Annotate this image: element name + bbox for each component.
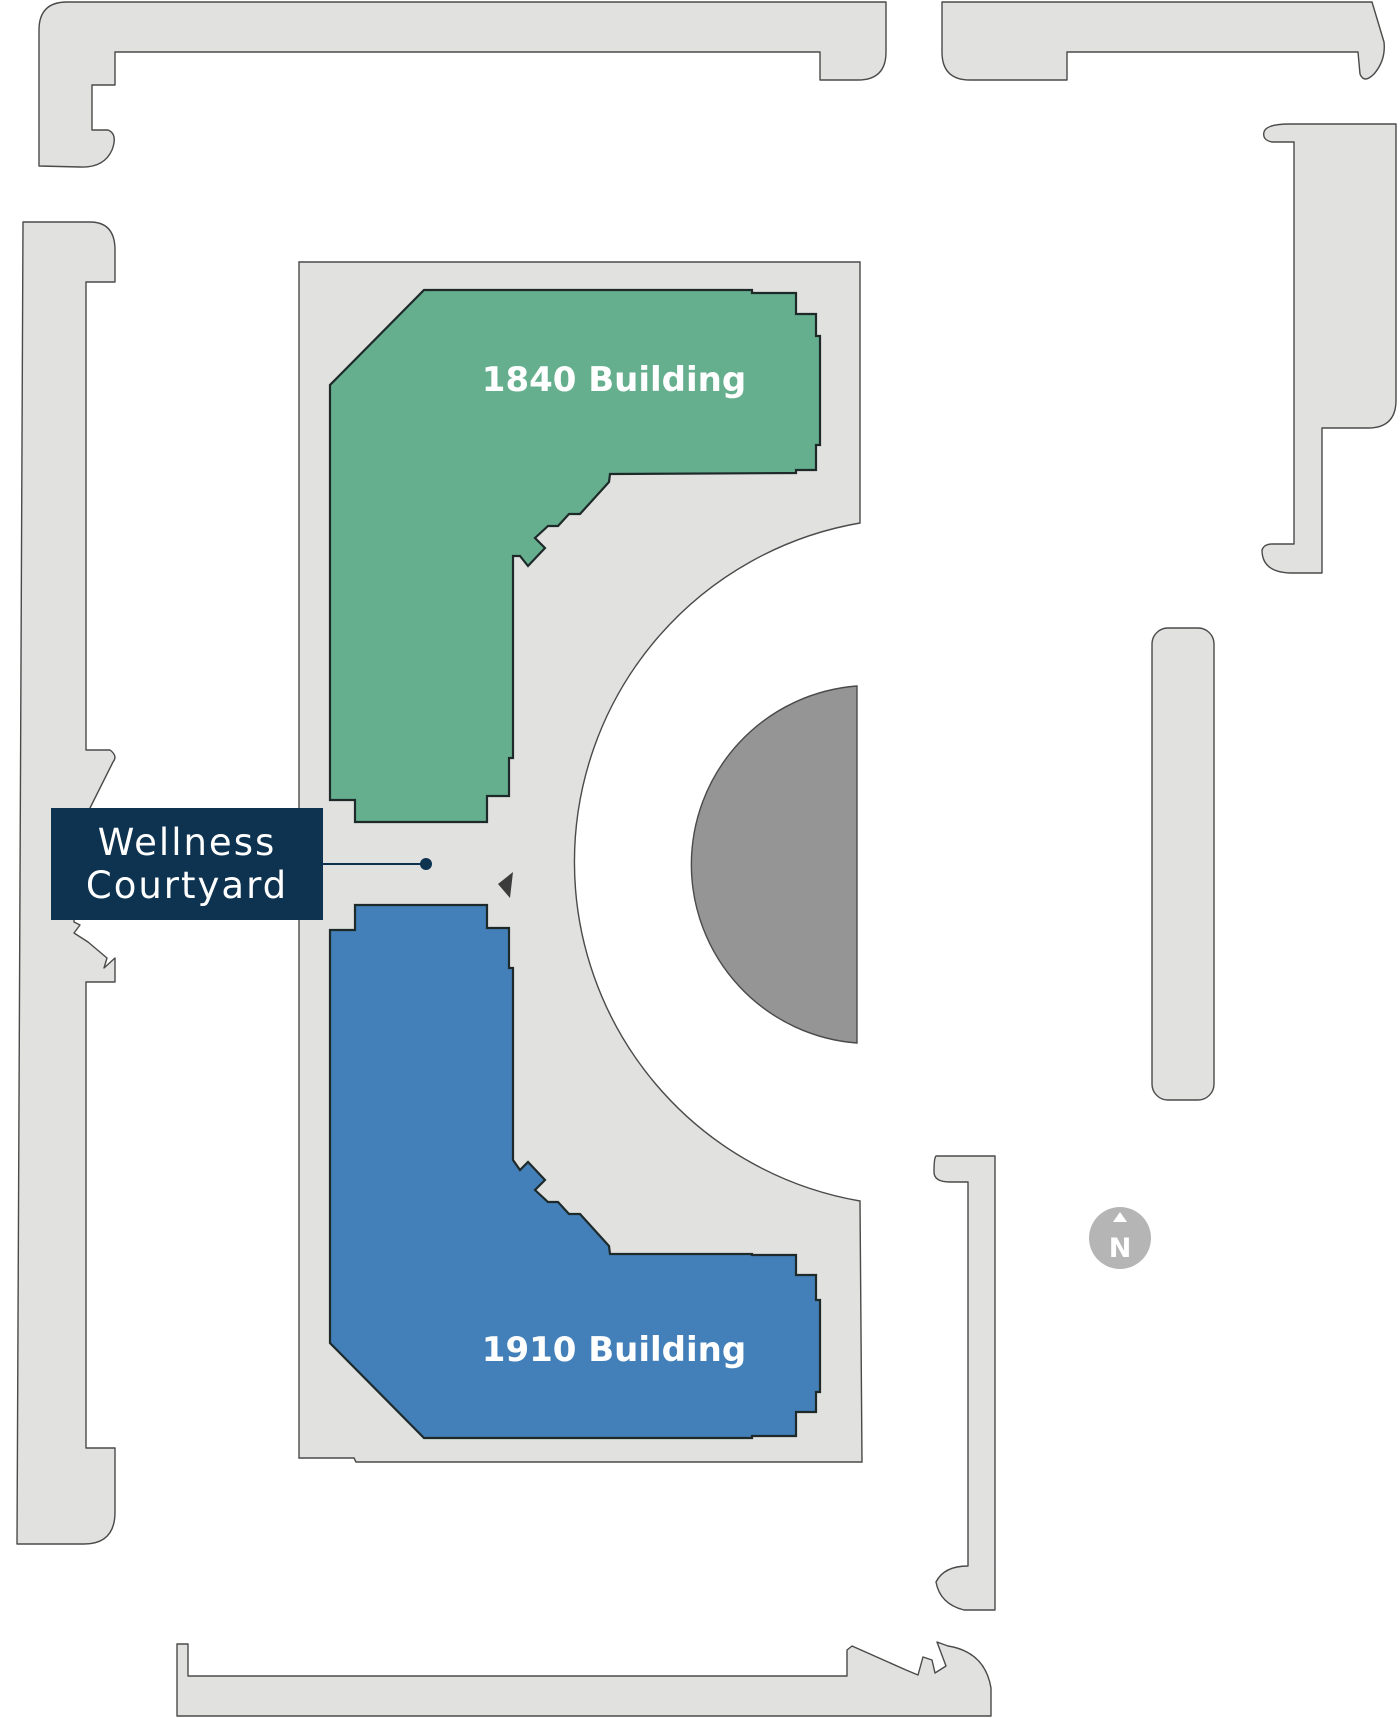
building-1840-body [328,288,822,824]
callout-point-marker [420,858,432,870]
building-1910-label: 1910 Building [482,1330,746,1370]
entrance-arrow-icon [498,872,513,898]
north-compass-circle [1089,1207,1151,1269]
map-block-right-upper [1261,123,1397,574]
building-1910-body [328,903,822,1440]
callout-line-2: Courtyard [85,864,289,907]
center-semicircle-feature [690,685,858,1044]
callout-line-1: Wellness [97,821,277,864]
map-block-bottom [176,1641,992,1717]
map-block-right-pill [1151,627,1215,1101]
map-block-top-right [941,1,1385,81]
wellness-courtyard-callout: Wellness Courtyard [51,808,323,920]
building-1840-label: 1840 Building [482,360,746,400]
north-label: N [1109,1233,1132,1264]
map-block-right-lower [933,1155,996,1611]
north-compass: N [1089,1207,1151,1269]
map-block-top-left [38,1,887,168]
north-arrow-icon [1113,1212,1127,1222]
